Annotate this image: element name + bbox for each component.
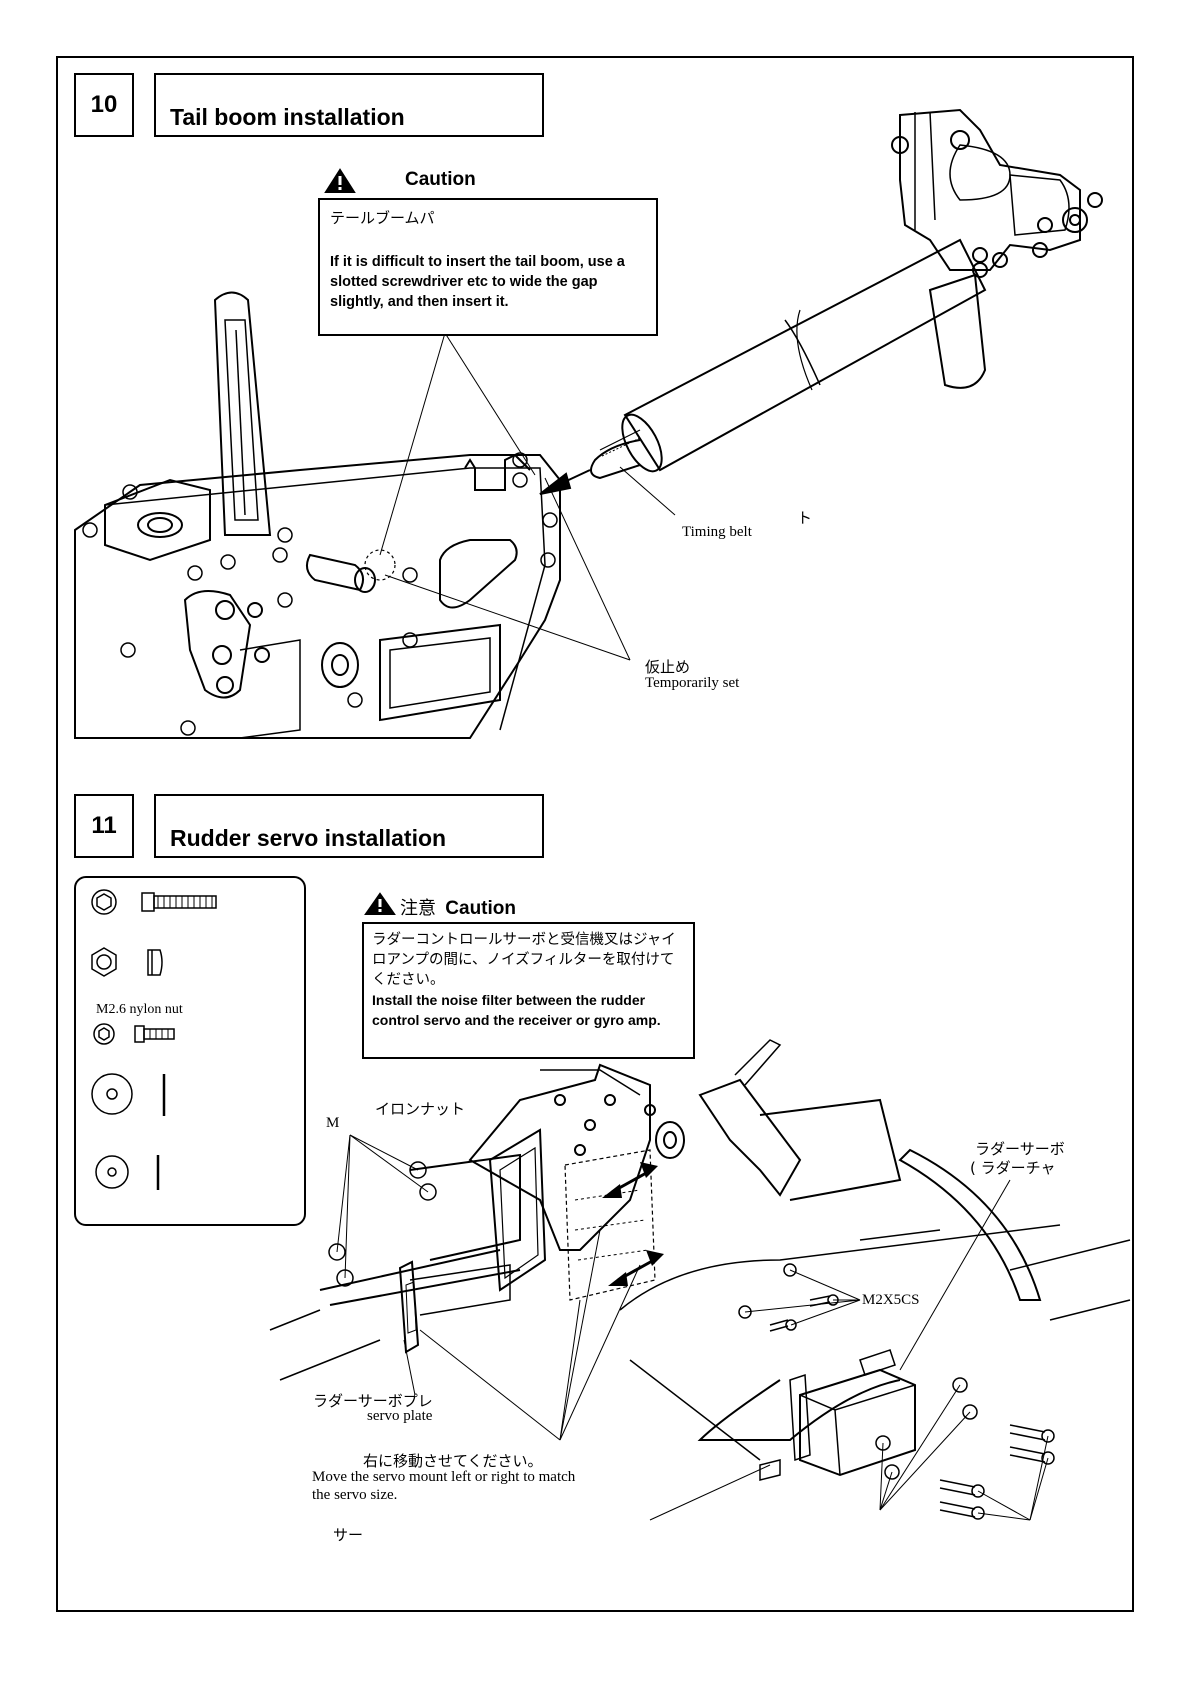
- caution-label-jp: 注意: [400, 898, 436, 919]
- step-number-10: 10: [74, 73, 134, 137]
- step-title-11: Rudder servo installation: [170, 825, 447, 851]
- caution-en-10: If it is difficult to insert the tail bo…: [330, 254, 625, 310]
- m-label: M: [326, 1115, 340, 1131]
- bottom-jp-text: サー: [333, 1526, 364, 1544]
- caution-en-11: Install the noise filter between the rud…: [372, 992, 661, 1028]
- step-title-box-10: Tail boom installation: [154, 73, 544, 137]
- parts-box: M2.6 nylon nut: [74, 876, 306, 1226]
- caution-box-11: ラダーコントロールサーボと受信機叉はジャイロアンプの間に、ノイズフィルターを取付…: [362, 922, 695, 1059]
- temporarily-set-label-jp: 仮止め: [645, 658, 691, 676]
- step-number-11: 11: [74, 794, 134, 858]
- move-servo-note-2: the servo size.: [312, 1487, 398, 1503]
- page-border: [56, 56, 1134, 1612]
- caution-jp-11: ラダーコントロールサーボと受信機叉はジャイロアンプの間に、ノイズフィルターを取付…: [372, 932, 676, 988]
- move-servo-note-1: Move the servo mount left or right to ma…: [312, 1469, 576, 1485]
- rudder-servo-label-jp-2: ( ラダーチャ: [970, 1159, 1056, 1177]
- temporarily-set-label: Temporarily set: [645, 675, 740, 691]
- servo-plate-label-jp: ラダーサーボプレ: [313, 1392, 433, 1410]
- m2x5cs-label: M2X5CS: [862, 1292, 920, 1308]
- timing-belt-label: Timing belt: [682, 524, 752, 540]
- caution-label: Caution: [445, 898, 516, 919]
- nylon-nut-label: M2.6 nylon nut: [96, 1002, 183, 1017]
- step-title-box-11: Rudder servo installation: [154, 794, 544, 858]
- step-title-10: Tail boom installation: [170, 104, 405, 130]
- step-number-text: 10: [90, 91, 118, 118]
- caution-jp-10: テールブームパ: [330, 209, 435, 227]
- caution-title-11-jp: 注意 Caution: [400, 894, 516, 920]
- caution-title-10: Caution: [405, 169, 476, 190]
- nylon-nut-label-jp: イロンナット: [375, 1100, 466, 1118]
- move-servo-note-jp: 右に移動させてください。: [363, 1452, 543, 1470]
- rudder-servo-label-jp-1: ラダーサーボ: [975, 1140, 1065, 1158]
- caution-box-10: テールブームパ If it is difficult to insert the…: [318, 198, 658, 336]
- timing-belt-label-jp: ト: [797, 509, 813, 527]
- step-number-text: 11: [91, 812, 117, 839]
- servo-plate-label: servo plate: [367, 1408, 433, 1424]
